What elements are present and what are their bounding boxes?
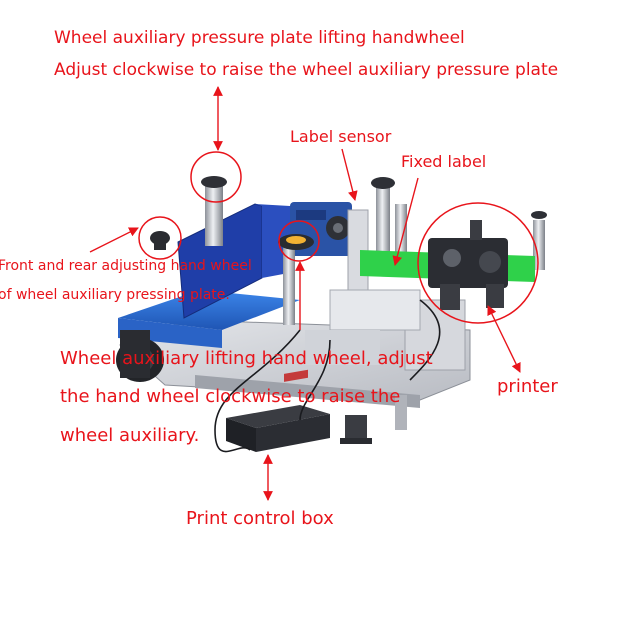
title-line-1: Wheel auxiliary pressure plate lifting h…	[54, 28, 465, 48]
aux-lift-caption-line-1: Wheel auxiliary lifting hand wheel, adju…	[60, 348, 433, 369]
front-rear-wheel-caption-line-2: of wheel auxiliary pressing plate.	[0, 287, 230, 303]
aux-lift-caption-line-2: the hand wheel clockwise to raise the	[60, 386, 401, 407]
print-control-box-caption: Print control box	[186, 508, 334, 529]
front-rear-wheel-caption-line-1: Front and rear adjusting hand wheel	[0, 258, 252, 274]
fixed-label-caption: Fixed label	[401, 152, 487, 171]
printer-caption: printer	[497, 376, 558, 397]
title-line-2: Adjust clockwise to raise the wheel auxi…	[54, 60, 559, 80]
cables	[214, 299, 441, 453]
hand-wheels	[150, 231, 314, 250]
conveyor-belt	[116, 290, 300, 382]
label-sensor-caption: Label sensor	[290, 127, 392, 146]
callout-circles	[138, 151, 539, 324]
print-control-box	[226, 369, 330, 452]
annotation-arrows	[89, 86, 521, 501]
aux-lift-caption-line-3: wheel auxiliary.	[60, 425, 200, 446]
printer-assembly	[428, 220, 508, 310]
